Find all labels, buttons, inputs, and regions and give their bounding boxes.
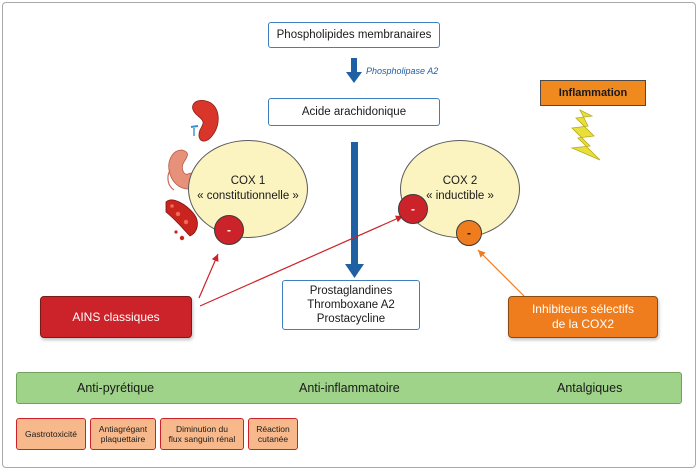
ains-classiques-label: AINS classiques [72, 310, 160, 324]
ains-to-cox1-arrow [198, 253, 219, 299]
phospholipides-label: Phospholipides membranaires [276, 29, 432, 41]
products-box: Prostaglandines Thromboxane A2 Prostacyc… [282, 280, 420, 330]
side-effect-flux-renal-line1: Diminution du [176, 424, 228, 434]
pathway-arrow-1 [346, 58, 362, 83]
cox2-red-inhibition-dot: - [398, 194, 428, 224]
cox2-title: COX 2 [442, 175, 478, 187]
cox1-title: COX 1 [230, 175, 266, 187]
cox1-minus: - [227, 223, 231, 237]
cox1-subtitle: « constitutionnelle » [197, 190, 299, 202]
side-effect-flux-renal-line2: flux sanguin rénal [168, 434, 236, 444]
inhibiteurs-line2: de la COX2 [551, 317, 615, 331]
inhibiteurs-line1: Inhibiteurs sélectifs [531, 302, 635, 316]
therapeutic-effects-bar: Anti-pyrétique Anti-inflammatoire Antalg… [16, 372, 682, 404]
product-thromboxane: Thromboxane A2 [307, 299, 395, 311]
acide-arachidonique-box: Acide arachidonique [268, 98, 440, 126]
side-effect-antiagregant-line2: plaquettaire [100, 434, 146, 444]
cox2-red-minus: - [411, 202, 415, 216]
cox1-circle: COX 1 « constitutionnelle » [188, 140, 308, 238]
side-effect-gastrotoxicite: Gastrotoxicité [16, 418, 86, 450]
selective-to-cox2-arrow [477, 249, 525, 297]
cox2-orange-minus: - [467, 226, 471, 240]
ains-classiques-box: AINS classiques [40, 296, 192, 338]
inhibiteurs-selectifs-box: Inhibiteurs sélectifs de la COX2 [508, 296, 658, 338]
inflammation-box: Inflammation [540, 80, 646, 106]
phospholipides-box: Phospholipides membranaires [268, 22, 440, 48]
effect-antipyretique: Anti-pyrétique [77, 381, 155, 395]
pathway-arrow-2 [345, 142, 364, 278]
diagram-frame [2, 2, 696, 468]
ains-to-cox2-arrow [199, 215, 404, 307]
side-effect-reaction-cutanee-line2: cutanée [257, 434, 289, 444]
cox2-orange-inhibition-dot: - [456, 220, 482, 246]
side-effect-reaction-cutanee: Réaction cutanée [248, 418, 298, 450]
effect-anti-inflammatoire: Anti-inflammatoire [299, 381, 400, 395]
side-effect-gastrotoxicite-label: Gastrotoxicité [25, 429, 77, 439]
product-prostacycline: Prostacycline [316, 313, 386, 325]
inflammation-label: Inflammation [558, 87, 628, 99]
side-effect-flux-renal: Diminution du flux sanguin rénal [160, 418, 244, 450]
enzyme-label: Phospholipase A2 [366, 66, 439, 76]
cox2-subtitle: « inductible » [426, 190, 494, 202]
lightning-icon [570, 109, 601, 161]
cox1-inhibition-dot: - [214, 215, 244, 245]
side-effect-antiagregant-line1: Antiagrégant [98, 424, 148, 434]
blood-vessel-icon [165, 199, 198, 241]
kidney-icon [190, 99, 219, 142]
side-effect-antiagregant: Antiagrégant plaquettaire [90, 418, 156, 450]
effect-antalgiques: Antalgiques [557, 381, 623, 395]
product-prostaglandines: Prostaglandines [309, 285, 393, 297]
side-effect-reaction-cutanee-line1: Réaction [256, 424, 290, 434]
acide-arachidonique-label: Acide arachidonique [301, 106, 407, 118]
